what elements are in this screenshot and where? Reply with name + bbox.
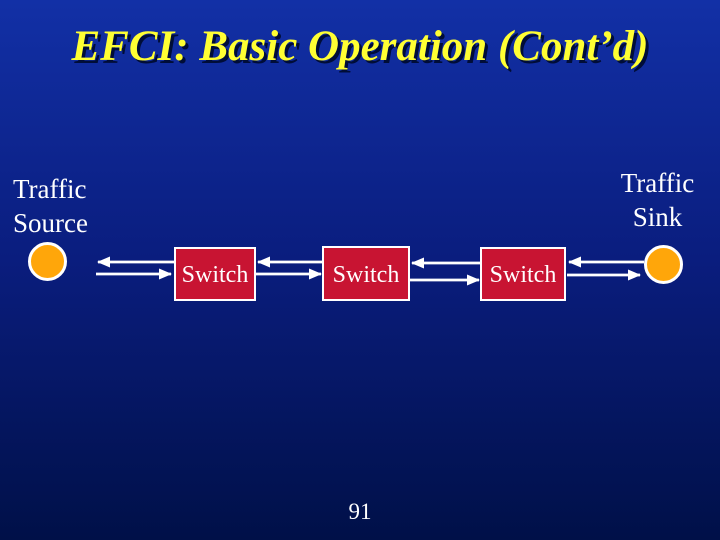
traffic-sink-node-icon bbox=[644, 245, 683, 284]
traffic-source-node-icon bbox=[28, 242, 67, 281]
traffic-sink-label: Traffic Sink bbox=[602, 166, 713, 234]
switch-3-label: Switch bbox=[489, 262, 557, 288]
traffic-source-label: Traffic Source bbox=[13, 172, 88, 240]
switch-box-2: Switch bbox=[322, 246, 410, 301]
page-number: 91 bbox=[348, 499, 372, 524]
switch-box-3: Switch bbox=[480, 247, 566, 301]
traffic-sink-label-line2: Sink bbox=[632, 202, 683, 232]
traffic-source-label-line2: Source bbox=[13, 208, 88, 238]
switch-1-label: Switch bbox=[181, 262, 249, 288]
switch-box-1: Switch bbox=[174, 247, 256, 301]
traffic-source-label-line1: Traffic bbox=[13, 174, 87, 204]
traffic-sink-label-line1: Traffic bbox=[620, 168, 695, 198]
switch-2-label: Switch bbox=[332, 261, 400, 288]
slide-title: EFCI: Basic Operation (Cont’d) bbox=[71, 23, 649, 70]
